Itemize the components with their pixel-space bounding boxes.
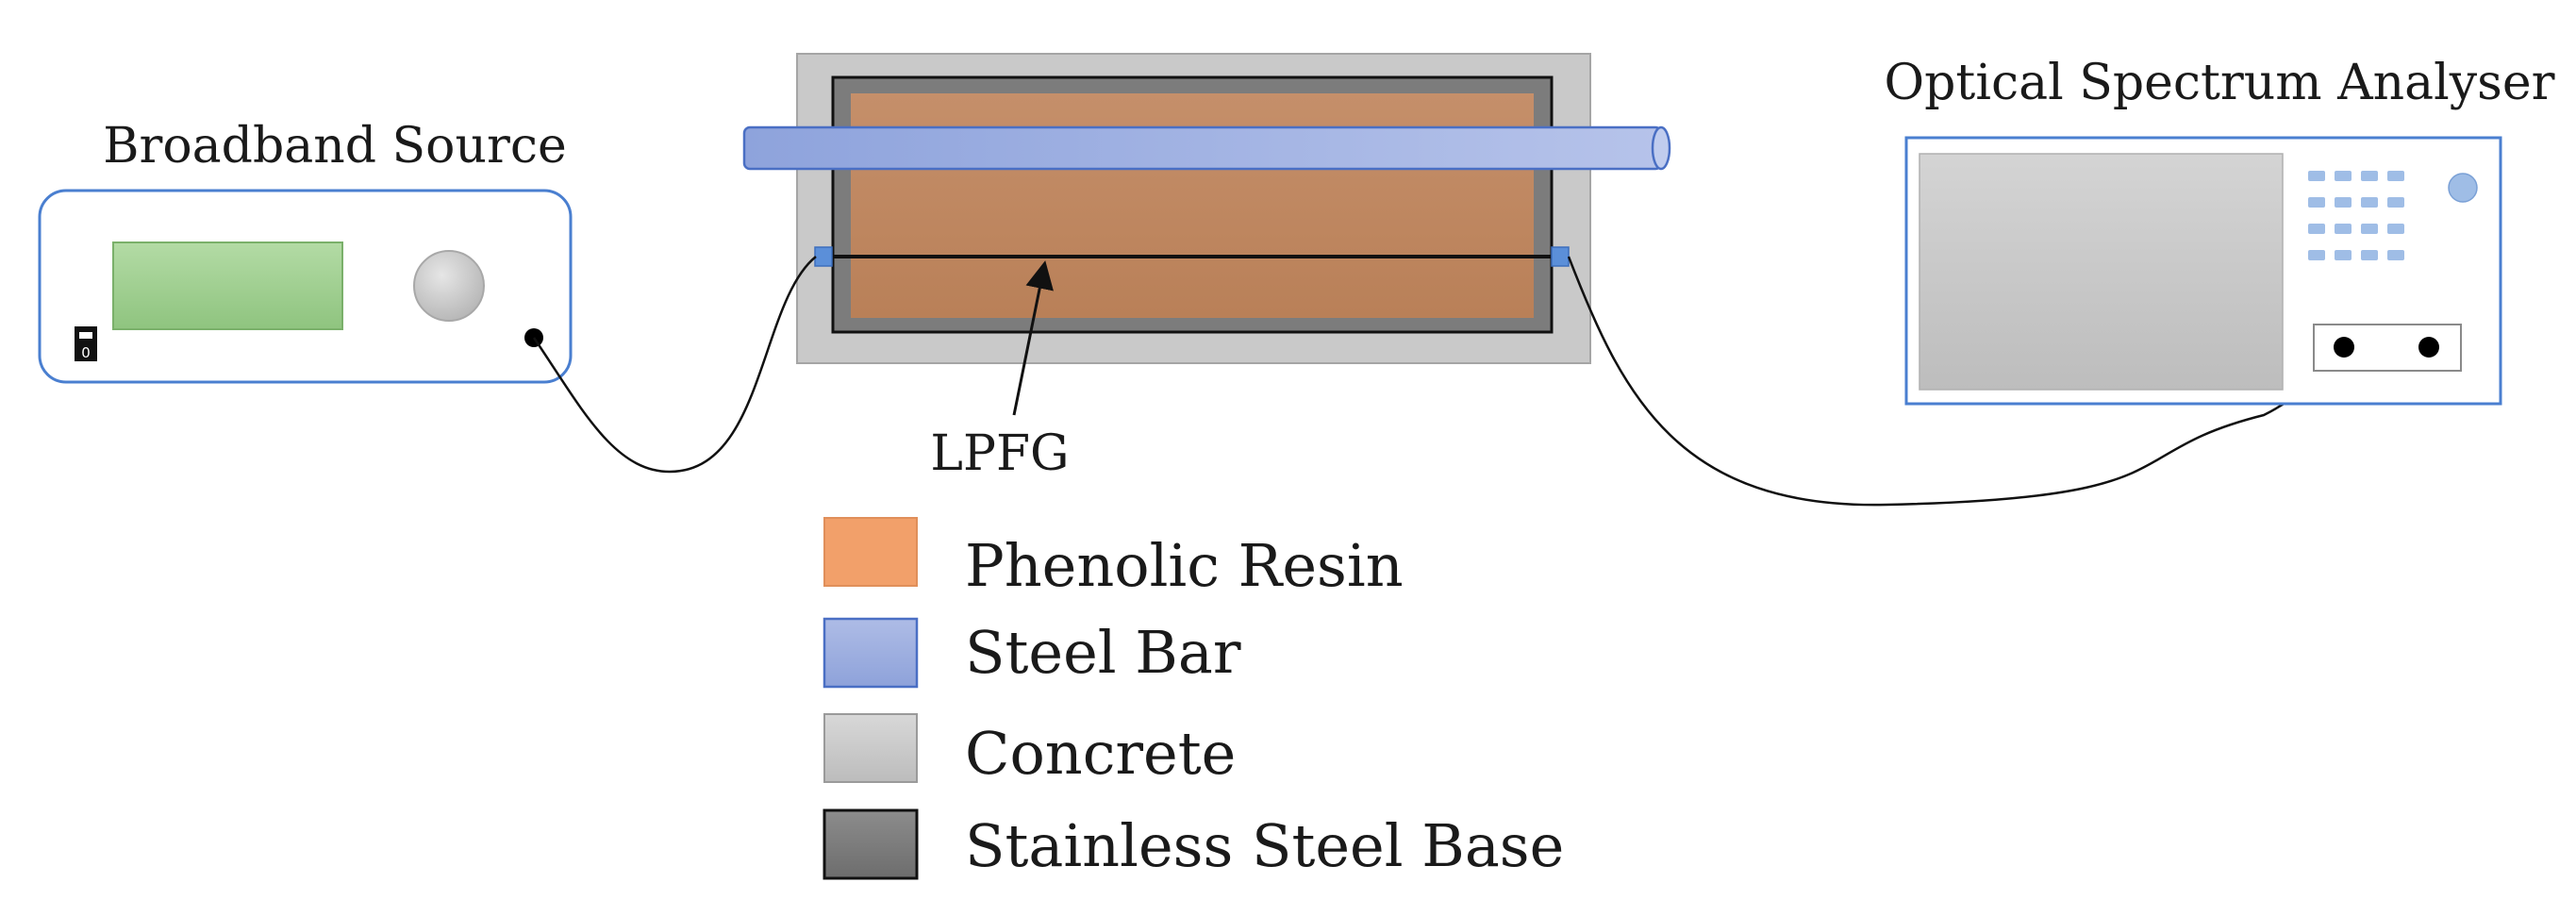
analyser-key [2387, 250, 2404, 260]
legend-swatch-steel-bar [823, 617, 919, 689]
analyser-key [2308, 224, 2325, 234]
analyser-aux-port [2418, 337, 2439, 358]
legend-label-stainless-steel-base: Stainless Steel Base [965, 811, 1564, 880]
power-switch-icon: 0 [75, 326, 97, 361]
broadband-source-knob [413, 250, 485, 322]
analyser-input-port [2334, 337, 2354, 358]
legend-item-steel-bar: Steel Bar [823, 617, 1241, 689]
broadband-source-device: Broadband Source 0 [38, 118, 573, 384]
fiber-connector-right [1551, 246, 1570, 267]
analyser-key [2308, 171, 2325, 181]
steel-bar [742, 125, 1671, 171]
legend-swatch-concrete [823, 713, 918, 783]
analyser-key [2361, 224, 2378, 234]
analyser-key [2308, 197, 2325, 208]
analyser-key [2361, 197, 2378, 208]
analyser-key [2361, 250, 2378, 260]
broadband-source-display [112, 241, 343, 330]
legend-swatch-stainless-steel-base [823, 808, 919, 880]
analyser-key [2335, 224, 2352, 234]
legend-item-stainless-steel-base: Stainless Steel Base [823, 808, 1564, 880]
analyser-dial [2448, 173, 2478, 203]
lpfg-arrow [1012, 260, 1054, 416]
legend-item-phenolic-resin: Phenolic Resin [823, 517, 1404, 600]
optical-spectrum-analyser-label: Optical Spectrum Analyser [1885, 55, 2555, 111]
analyser-key [2308, 250, 2325, 260]
legend-label-concrete: Concrete [965, 719, 1236, 788]
fiber-connector-left [814, 246, 833, 267]
analyser-key [2361, 171, 2378, 181]
legend-item-concrete: Concrete [823, 713, 1236, 788]
legend-label-phenolic-resin: Phenolic Resin [965, 531, 1404, 600]
analyser-key [2387, 197, 2404, 208]
analyser-keypad [2308, 171, 2404, 260]
power-switch-label: 0 [81, 344, 91, 361]
broadband-source-label: Broadband Source [103, 118, 566, 175]
fiber-cable-analyser [1567, 256, 2345, 507]
analyser-key [2387, 224, 2404, 234]
fiber-cable-source [532, 256, 817, 474]
analyser-key [2335, 171, 2352, 181]
lpfg-label: LPFG [930, 425, 1069, 482]
analyser-key [2387, 171, 2404, 181]
legend-swatch-phenolic-resin [823, 517, 918, 587]
optical-spectrum-analyser-device: Optical Spectrum Analyser [1885, 55, 2555, 406]
legend-label-steel-bar: Steel Bar [965, 618, 1241, 687]
legend: Phenolic Resin Steel Bar Concrete Stainl… [823, 517, 1564, 880]
analyser-key [2335, 250, 2352, 260]
analyser-screen [1919, 153, 2284, 391]
analyser-key [2335, 197, 2352, 208]
specimen [742, 53, 1671, 364]
